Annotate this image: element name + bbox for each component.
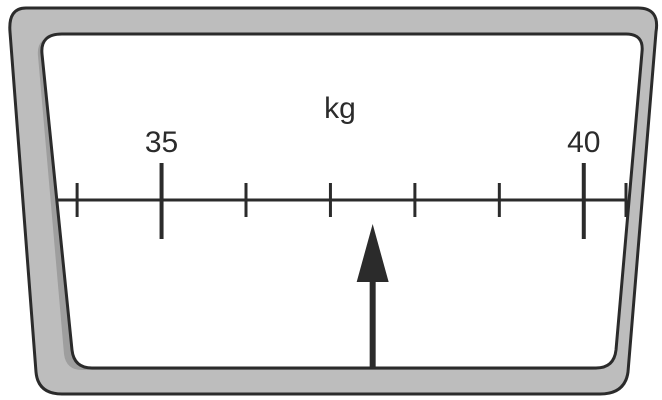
major-tick-label: 35	[145, 126, 178, 159]
tick-marks	[75, 163, 628, 239]
pointer	[356, 224, 389, 368]
tick-labels: 35 40	[145, 126, 601, 159]
unit-label: kg	[324, 92, 356, 125]
major-tick-label: 40	[567, 126, 600, 159]
pointer-arrowhead	[356, 224, 389, 282]
